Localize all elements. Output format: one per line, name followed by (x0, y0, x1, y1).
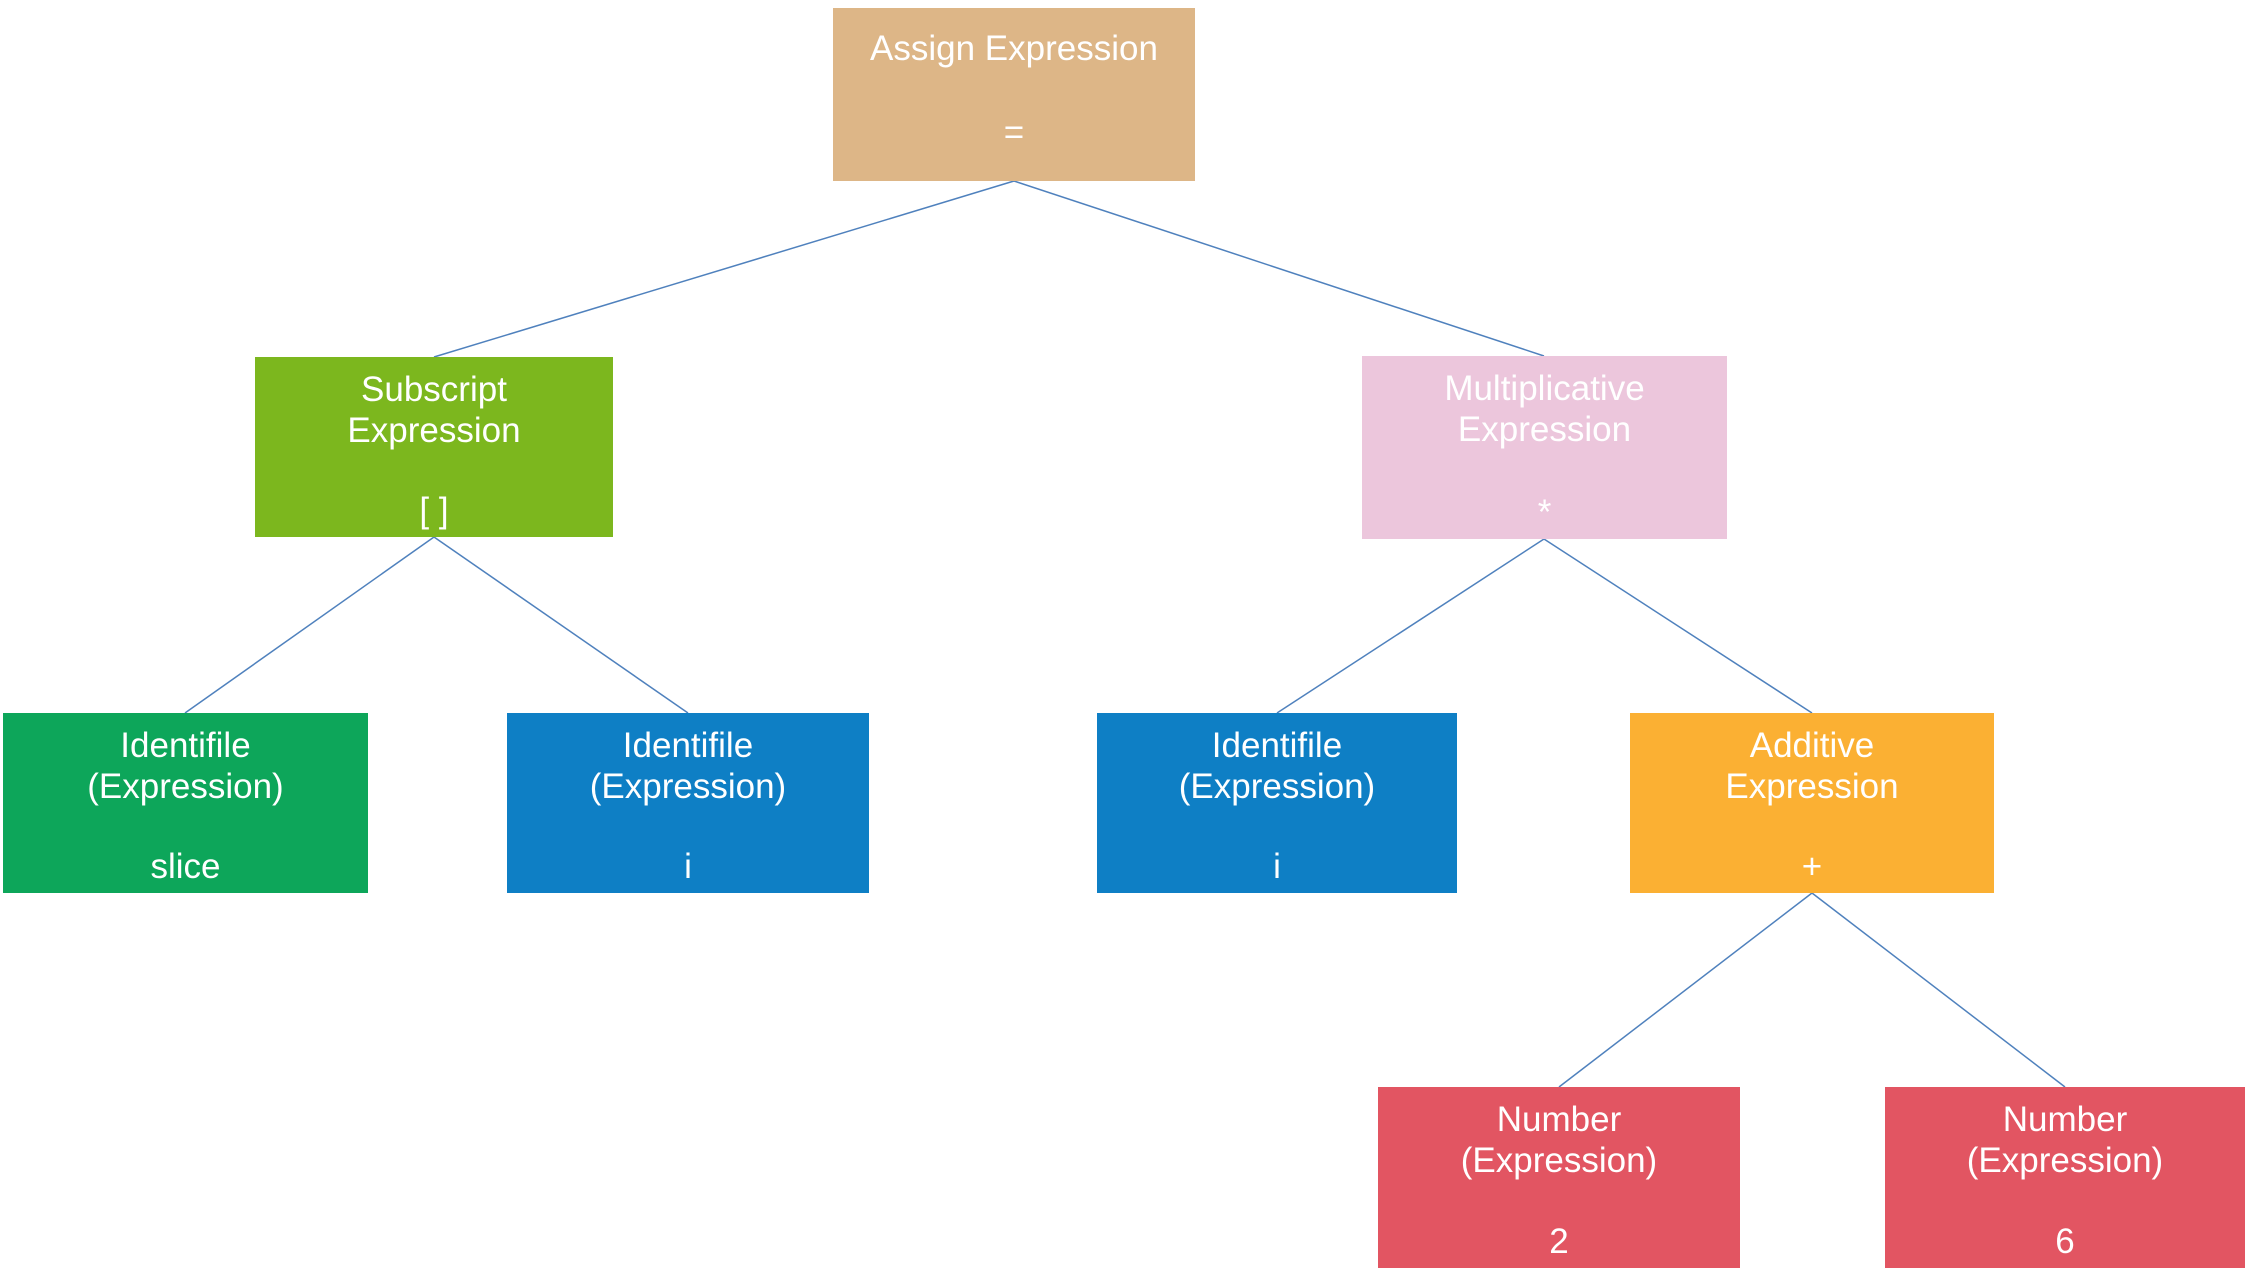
node-operator: [ ] (419, 491, 449, 530)
edge-additive-number-6 (1811, 892, 2066, 1088)
node-assign-expression: Assign Expression = (833, 8, 1195, 181)
node-label: Assign Expression (870, 29, 1158, 68)
edge-additive-number-2 (1558, 892, 1813, 1088)
node-label: Number (Expression) (1460, 1100, 1658, 1180)
node-label: Subscript Expression (347, 370, 521, 450)
node-operator: + (1801, 847, 1823, 886)
node-label: Additive Expression (1725, 726, 1899, 806)
edge-subscript-identifile-i (433, 536, 689, 714)
node-label: Identifile (Expression) (1178, 726, 1376, 806)
node-value: slice (150, 847, 221, 886)
node-label: Identifile (Expression) (589, 726, 787, 806)
edge-subscript-identifile-slice (184, 536, 435, 714)
node-operator: * (1537, 493, 1552, 532)
edge-assign-multiplicative (1013, 180, 1545, 357)
edge-assign-subscript (433, 180, 1015, 358)
node-operator: = (1003, 113, 1025, 152)
node-value: 6 (2055, 1222, 2075, 1261)
edge-multiplicative-additive (1543, 538, 1813, 714)
node-number-6: Number (Expression) 6 (1885, 1087, 2245, 1268)
node-label: Identifile (Expression) (87, 726, 284, 806)
node-label: Number (Expression) (1966, 1100, 2164, 1180)
node-additive-expression: Additive Expression + (1630, 713, 1994, 893)
node-identifile-slice: Identifile (Expression) slice (3, 713, 368, 893)
node-multiplicative-expression: Multiplicative Expression * (1362, 356, 1727, 539)
node-identifile-i-right: Identifile (Expression) i (1097, 713, 1457, 893)
node-value: i (1273, 847, 1281, 886)
node-number-2: Number (Expression) 2 (1378, 1087, 1740, 1268)
node-subscript-expression: Subscript Expression [ ] (255, 357, 613, 537)
edge-multiplicative-identifile-i (1276, 538, 1545, 714)
node-identifile-i-left: Identifile (Expression) i (507, 713, 869, 893)
node-value: i (684, 847, 692, 886)
node-value: 2 (1549, 1222, 1569, 1261)
node-label: Multiplicative Expression (1444, 369, 1645, 449)
